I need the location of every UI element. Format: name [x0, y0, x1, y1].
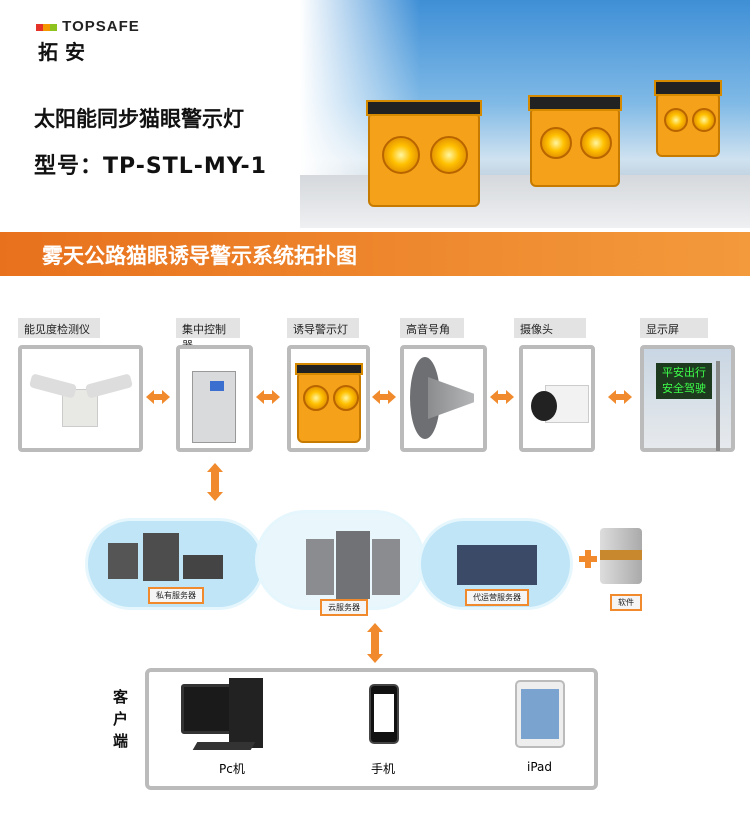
- private-server-cloud: 私有服务器: [85, 518, 265, 610]
- server-tag: 代运营服务器: [465, 589, 529, 606]
- plus-icon: [579, 550, 597, 568]
- visibility-detector-box: [18, 345, 143, 452]
- keyboard-icon: [192, 742, 256, 750]
- device-label: 显示屏: [640, 318, 708, 338]
- double-arrow-icon: [608, 390, 632, 404]
- client-title: 客户端: [113, 688, 129, 750]
- pc-tower-icon: [229, 678, 263, 748]
- screen-text-line: 平安出行: [662, 366, 706, 379]
- screen-text-line: 安全驾驶: [662, 382, 706, 395]
- section-banner: 雾天公路猫眼诱导警示系统拓扑图: [0, 232, 750, 276]
- ipad-icon: [515, 680, 565, 748]
- brand-logo-cn: 拓 安: [38, 40, 85, 64]
- double-arrow-icon: [372, 390, 396, 404]
- client-label-pc: Pc机: [219, 762, 245, 776]
- double-arrow-icon: [256, 390, 280, 404]
- brand-logo: TOPSAFE: [36, 18, 140, 35]
- product-title: 太阳能同步猫眼警示灯: [34, 107, 244, 131]
- warning-lamp-image: [654, 80, 722, 157]
- warning-lamp-box: [287, 345, 370, 452]
- operator-server-cloud: 代运营服务器: [418, 518, 573, 610]
- server-tag: 私有服务器: [148, 587, 204, 604]
- client-label-phone: 手机: [371, 762, 396, 776]
- client-box: Pc机 手机 iPad: [145, 668, 598, 790]
- server-tag: 云服务器: [320, 599, 368, 616]
- software-tag: 软件: [610, 594, 642, 611]
- device-label: 诱导警示灯: [287, 318, 359, 338]
- client-label-ipad: iPad: [527, 760, 553, 774]
- software-icon: [600, 528, 642, 584]
- double-arrow-icon: [490, 390, 514, 404]
- phone-icon: [369, 684, 399, 744]
- display-screen-box: 平安出行 安全驾驶: [640, 345, 735, 452]
- double-arrow-icon: [146, 390, 170, 404]
- device-label: 高音号角: [400, 318, 464, 338]
- horn-speaker-box: [400, 345, 487, 452]
- cloud-server-cloud: 云服务器: [255, 510, 425, 616]
- product-model: 型号：TP-STL-MY-1: [34, 154, 267, 179]
- device-label: 能见度检测仪: [18, 318, 100, 338]
- vertical-arrow-icon: [367, 623, 383, 663]
- camera-box: [519, 345, 595, 452]
- warning-lamp-image: [528, 95, 622, 187]
- controller-box: [176, 345, 253, 452]
- warning-lamp-image: [366, 100, 482, 207]
- device-label: 摄像头: [514, 318, 586, 338]
- vertical-arrow-icon: [207, 463, 223, 501]
